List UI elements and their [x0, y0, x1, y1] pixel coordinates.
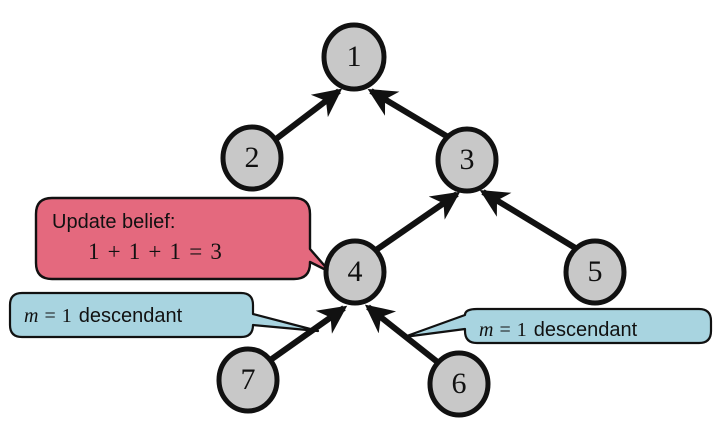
node-1-label: 1: [347, 40, 362, 73]
callout-update-belief-line1: Update belief:: [52, 211, 175, 233]
node-2-circle: [220, 124, 284, 192]
callout-descendant-right-math: m: [479, 319, 493, 341]
edge-4-to-3: [374, 191, 461, 253]
callout-update-belief-line2: 1 + 1 + 1 = 3: [88, 239, 223, 264]
node-4-label: 4: [348, 255, 363, 288]
node-7-circle: [216, 346, 280, 414]
node-1[interactable]: 1: [321, 22, 387, 92]
node-3-label: 3: [460, 143, 475, 176]
node-6-label: 6: [452, 367, 467, 400]
node-6[interactable]: 6: [427, 350, 491, 418]
callout-descendant-right-bubble: [402, 307, 713, 345]
callout-descendant-left-value: 1: [62, 305, 72, 327]
node-6-circle: [427, 350, 491, 418]
callout-descendant-left-equals: =: [44, 305, 55, 327]
nodes-group: 1 2 3 4 5 6: [216, 22, 627, 418]
node-7[interactable]: 7: [216, 346, 280, 414]
edge-3-to-1: [367, 88, 450, 140]
node-2[interactable]: 2: [220, 124, 284, 192]
edges-group: [267, 88, 579, 367]
node-5-label: 5: [588, 255, 603, 288]
node-4-circle: [323, 238, 387, 306]
callout-descendant-right-equals: =: [499, 319, 510, 341]
edge-5-to-3: [479, 189, 579, 252]
node-1-circle: [321, 22, 387, 92]
callout-descendant-left-math: m: [24, 305, 38, 327]
callout-descendant-left-word: descendant: [79, 305, 183, 327]
callout-descendant-right[interactable]: m = 1 descendant: [402, 307, 713, 345]
node-4[interactable]: 4: [323, 238, 387, 306]
callout-update-belief-bubble: [34, 196, 332, 281]
edge-6-to-4: [364, 304, 442, 367]
callout-descendant-right-word: descendant: [534, 319, 638, 341]
callout-descendant-right-text: m = 1 descendant: [479, 319, 638, 341]
callout-descendant-left-bubble: [8, 291, 320, 339]
callout-descendant-right-value: 1: [517, 319, 527, 341]
node-2-label: 2: [245, 141, 260, 174]
node-5[interactable]: 5: [563, 238, 627, 306]
edge-2-to-1: [274, 88, 343, 142]
callout-update-belief[interactable]: Update belief: 1 + 1 + 1 = 3: [34, 196, 332, 281]
edge-7-to-4: [267, 305, 348, 364]
node-5-circle: [563, 238, 627, 306]
callout-descendant-left[interactable]: m = 1 descendant: [8, 291, 320, 339]
node-3-circle: [435, 126, 499, 194]
node-3[interactable]: 3: [435, 126, 499, 194]
node-7-label: 7: [241, 363, 256, 396]
callout-descendant-left-text: m = 1 descendant: [24, 305, 183, 327]
